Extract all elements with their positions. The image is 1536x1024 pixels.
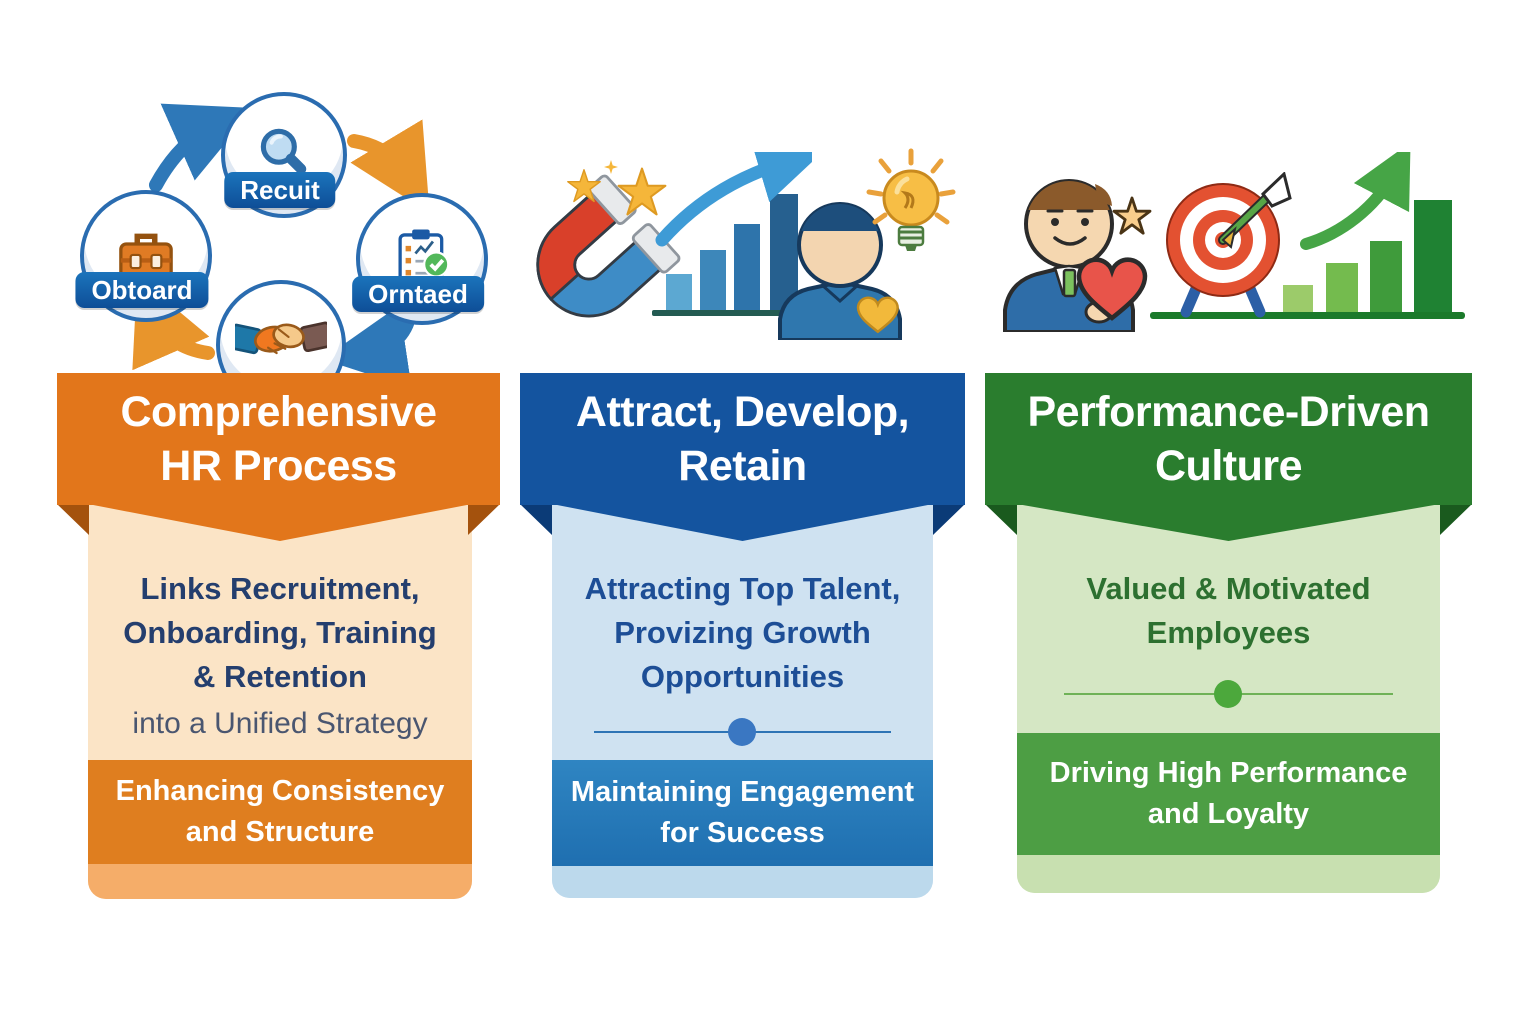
divider-dot [728,718,757,746]
employee-heart-icon [778,202,902,340]
attract-icons-group [515,140,975,350]
banner-fold [57,504,89,535]
growth-arrow-icon [655,152,812,247]
banner-fold [933,504,965,535]
briefcase-icon [119,233,173,281]
lightbulb-icon [866,148,956,251]
panel-band: Enhancing Consistency and Structure [88,760,472,864]
panel-hr-process-body: Links Recruitment, Onboarding, Training … [88,505,472,899]
body-bold-line: Opportunities [640,659,845,694]
band-line: and Structure [185,816,375,848]
star-icon [1112,196,1152,235]
body-bold-line: Valued & Motivated [1086,571,1371,606]
cycle-label-onboard: Obtoard [75,272,209,308]
band-line: Driving High Performance [1049,757,1408,789]
manager-heart-icon [1003,179,1148,332]
body-regular-line: into a Unified Strategy [132,707,428,740]
panel-band: Driving High Performance and Loyalty [1017,733,1440,855]
body-bold-line: Onboarding, Training [123,615,437,650]
arrow-up-left-icon [132,276,215,371]
panel-title-line: Retain [678,442,807,490]
panel-performance-body: Valued & Motivated Employees Driving Hig… [1017,505,1440,893]
panel-performance-banner: Performance-Driven Culture [985,373,1472,505]
panel-footer [552,866,933,898]
panel-title-line: Attract, Develop, [575,388,910,436]
hr-cycle-diagram: Recuit Obtoard Orntaed [0,0,520,420]
progress-divider [1063,679,1394,709]
panel-body-text: Links Recruitment, Onboarding, Training … [88,505,472,747]
body-bold-line: Provizing Growth [614,615,871,650]
green-growth-arrow-icon [1300,152,1411,250]
panel-attract-body: Attracting Top Talent, Provizing Growth … [552,505,933,898]
banner-fold [985,504,1017,535]
star-icon [617,167,667,216]
panel-attract-banner: Attract, Develop, Retain [520,373,965,505]
green-bar-chart-icon [1150,200,1465,319]
magnifier-icon [260,128,307,175]
body-bold-line: Employees [1146,615,1311,650]
panel-hr-process-banner: Comprehensive HR Process [57,373,500,505]
panel-footer [88,864,472,899]
handshake-icon [235,321,327,355]
panel-title-line: Comprehensive [120,388,437,436]
clipboard-check-icon [398,229,450,290]
panel-footer [1017,855,1440,893]
magnet-icon [491,163,692,364]
panel-band: Maintaining Engagement for Success [552,760,933,866]
progress-divider [593,717,892,747]
performance-icons-group [985,140,1475,350]
arrow-up-right-icon [149,103,255,192]
target-arrow-icon [1166,172,1292,318]
panel-body-text: Attracting Top Talent, Provizing Growth … [552,505,933,699]
panel-title-line: HR Process [160,442,397,490]
panel-body-text: Valued & Motivated Employees [1017,505,1440,655]
cycle-label-recruit: Recuit [224,172,336,208]
band-line: for Success [660,817,825,849]
body-bold-line: Links Recruitment, [140,571,420,606]
bar-chart-icon [652,152,812,316]
cycle-label-evaluate: Orntaed [352,276,484,312]
star-icon [567,169,601,203]
banner-fold [1440,504,1472,535]
body-bold-line: & Retention [193,659,367,694]
panel-title-line: Culture [1155,442,1303,490]
panel-title-line: Performance-Driven [1027,388,1430,436]
band-line: Maintaining Engagement [570,776,915,808]
banner-fold [520,504,552,535]
band-line: Enhancing Consistency [115,775,445,807]
sparkle-icon [604,160,618,174]
band-line: and Loyalty [1147,798,1310,830]
arrow-down-right-icon [347,119,430,214]
divider-dot [1214,680,1243,708]
body-bold-line: Attracting Top Talent, [584,571,901,606]
banner-fold [468,504,500,535]
